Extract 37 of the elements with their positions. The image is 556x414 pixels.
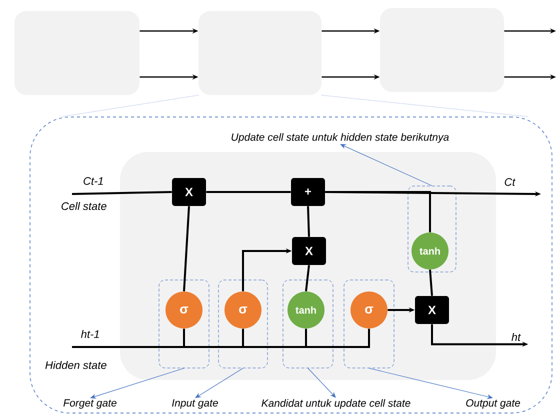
- connector-line: [305, 265, 310, 292]
- state-label: Ct: [504, 178, 516, 186]
- operation-box: X: [172, 178, 206, 206]
- cell-block: [198, 11, 322, 95]
- cell-block: [380, 8, 504, 92]
- annotation-text: Update cell state untuk hidden state berikutnya: [232, 133, 449, 143]
- operation-box: X: [415, 296, 449, 324]
- zoom-outline: [30, 116, 552, 414]
- leader-line: [90, 368, 184, 399]
- operation-box: X: [292, 237, 326, 265]
- connector-line: [325, 191, 431, 232]
- zoom-line: [321, 94, 528, 117]
- gate-outline: [282, 280, 334, 368]
- annotation-text: Forget gate: [64, 399, 116, 409]
- annotation-text: Input gate: [172, 399, 218, 409]
- gate-outline: [344, 280, 394, 368]
- leader-line: [340, 144, 432, 186]
- zoom-line: [62, 94, 199, 117]
- connector-line: [72, 191, 172, 195]
- state-label: Hidden state: [45, 360, 106, 370]
- state-label: Ct-1: [84, 177, 103, 185]
- connector-line: [72, 328, 370, 348]
- annotation-text: Output gate: [466, 399, 520, 409]
- state-label: ht: [512, 332, 521, 342]
- cell-block: [14, 11, 140, 95]
- connector-line: [183, 206, 190, 292]
- connector-line: [307, 206, 310, 237]
- operation-box: +: [291, 178, 325, 206]
- state-label: Cell state: [62, 202, 106, 210]
- gate-outline: [158, 280, 210, 368]
- connector-line: [206, 191, 291, 193]
- connector-line: [429, 270, 433, 296]
- gate-outline: [408, 186, 456, 272]
- leader-line: [308, 368, 336, 398]
- annotation-text: Kandidat untuk update cell state: [262, 399, 410, 409]
- gate-outline: [218, 280, 268, 368]
- state-label: ht-1: [81, 330, 99, 338]
